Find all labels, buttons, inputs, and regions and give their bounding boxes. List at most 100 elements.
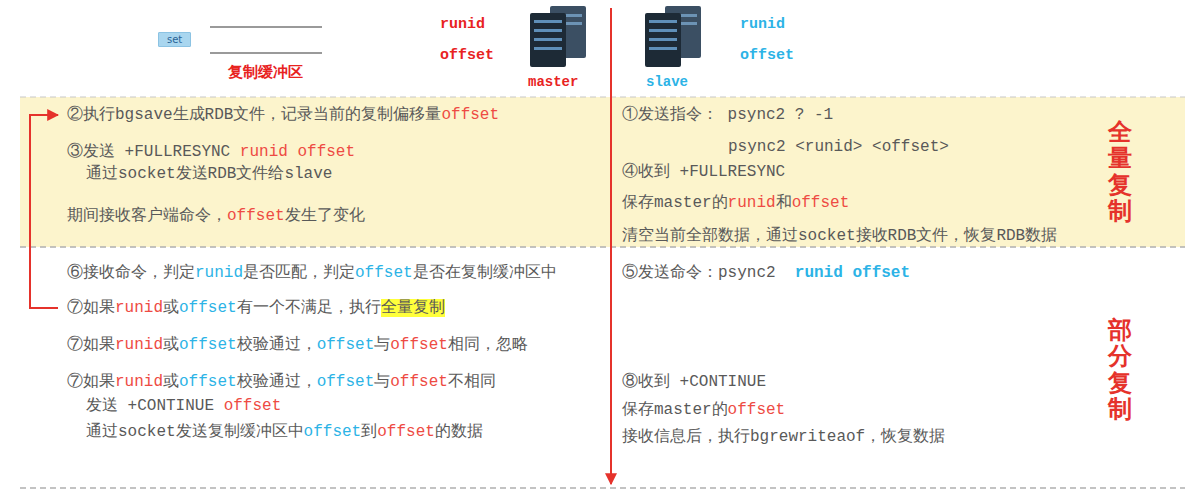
step-text: ③发送 +FULLRESYNC runid offset — [67, 142, 355, 162]
server-bay — [534, 38, 562, 41]
text-run: runid — [728, 194, 776, 212]
server-bay — [649, 20, 677, 23]
text-run: 的数据 — [435, 423, 483, 441]
text-run: 或 — [163, 373, 179, 391]
buffer-line — [210, 52, 322, 54]
text-run: 清空当前全部数据，通过socket接收RDB文件，恢复RDB数据 — [622, 227, 1057, 245]
server-bay — [649, 38, 677, 41]
step-text: 发送 +CONTINUE offset — [86, 396, 281, 416]
text-run: 校验通过， — [237, 336, 317, 354]
text-run: runid — [795, 264, 843, 282]
step-text: 期间接收客户端命令，offset发生了变化 — [67, 206, 365, 226]
text-run: offset — [441, 106, 499, 124]
server-rack — [530, 13, 566, 67]
text-run: runid — [195, 264, 243, 282]
band-fill — [20, 97, 1185, 247]
buffer-title: 复制缓冲区 — [228, 62, 303, 82]
section-title: 全量复制 — [1108, 119, 1132, 225]
text-run: offset — [297, 143, 355, 161]
text-run: ①发送指令： psync2 ? -1 — [622, 106, 833, 124]
text-run: set — [167, 34, 182, 45]
text-run: psync2 < — [728, 138, 805, 156]
server-rack — [645, 13, 681, 67]
text-run: 通过socket发送RDB文件给slave — [86, 165, 332, 183]
text-run: offset — [355, 264, 413, 282]
text-run — [288, 143, 298, 161]
text-run: offset — [852, 264, 910, 282]
text-run: 是否在复制缓冲区中 — [413, 264, 557, 282]
divider — [20, 97, 1185, 98]
step-text: 通过socket发送复制缓冲区中offset到offset的数据 — [86, 422, 483, 442]
text-run: offset — [792, 194, 850, 212]
text-run: offset — [227, 207, 285, 225]
master-field: runid — [440, 15, 485, 35]
server-name: slave — [646, 72, 688, 92]
step-text: ①发送指令： psync2 ? -1 — [622, 105, 833, 125]
text-run: 保存master的 — [622, 401, 728, 419]
text-run: runid — [740, 16, 785, 33]
text-run: 与 — [374, 336, 390, 354]
step-text: psync2 <runid> <offset> — [728, 137, 949, 157]
text-run: runid — [440, 16, 485, 33]
text-run: > — [939, 138, 949, 156]
text-run: 有一个不满足，执行 — [237, 299, 381, 317]
text-run: offset — [390, 336, 448, 354]
step-text: ⑦如果runid或offset有一个不满足，执行全量复制 — [67, 298, 445, 318]
text-run: ⑦如果 — [67, 336, 115, 354]
master-field: offset — [440, 46, 494, 66]
text-run: offset — [179, 299, 237, 317]
text-run: 或 — [163, 299, 179, 317]
step-text: ⑦如果runid或offset校验通过，offset与offset不相同 — [67, 372, 496, 392]
server-bay — [534, 29, 562, 32]
server-bay — [649, 47, 677, 50]
server-bay — [649, 29, 677, 32]
server-icon — [645, 6, 701, 67]
text-run: 相同，忽略 — [448, 336, 528, 354]
text-run: offset — [179, 336, 237, 354]
section-title: 部分复制 — [1108, 317, 1132, 423]
text-run: 或 — [163, 336, 179, 354]
step-text: ②执行bgsave生成RDB文件，记录当前的复制偏移量offset — [67, 105, 499, 125]
text-run: 与 — [374, 373, 390, 391]
text-run: 发送 +CONTINUE — [86, 397, 224, 415]
command-chip: set — [167, 33, 182, 46]
slave-field: runid — [740, 15, 785, 35]
slave-field: offset — [740, 46, 794, 66]
text-run: ②执行bgsave生成RDB文件，记录当前的复制偏移量 — [67, 106, 441, 124]
server-bay — [534, 20, 562, 23]
buffer-entry-box: set — [158, 32, 191, 47]
text-run: ⑦如果 — [67, 299, 115, 317]
text-run: 不相同 — [448, 373, 496, 391]
text-run: runid — [115, 373, 163, 391]
text-run: master — [528, 74, 578, 90]
text-run: runid — [115, 336, 163, 354]
text-run: slave — [646, 74, 688, 90]
text-run: ④收到 +FULLRESYNC — [622, 163, 785, 181]
text-run: 校验通过， — [237, 373, 317, 391]
text-run: ⑦如果 — [67, 373, 115, 391]
text-run: 接收信息后，执行bgrewriteaof，恢复数据 — [622, 428, 945, 446]
text-run: offset — [377, 423, 435, 441]
server-icon — [530, 6, 586, 67]
step-text: 保存master的runid和offset — [622, 193, 849, 213]
text-run: 复制缓冲区 — [228, 63, 303, 81]
text-run: 到 — [361, 423, 377, 441]
text-run: 部分复制 — [1108, 316, 1132, 423]
timeline-arrow — [610, 8, 612, 484]
loop-arrow — [30, 115, 58, 308]
step-text: ⑤发送命令：psync2 runid offset — [622, 263, 910, 283]
text-run: 是否匹配，判定 — [243, 264, 355, 282]
text-run: ⑤发送命令：psync2 — [622, 264, 795, 282]
text-run: offset — [882, 138, 940, 156]
step-text: 通过socket发送RDB文件给slave — [86, 164, 332, 184]
text-run: > < — [853, 138, 882, 156]
band-background — [20, 97, 1185, 247]
step-text: ⑥接收命令，判定runid是否匹配，判定offset是否在复制缓冲区中 — [67, 263, 557, 283]
server-name: master — [528, 72, 578, 92]
divider — [20, 487, 1185, 489]
full-sync-band: ②执行bgsave生成RDB文件，记录当前的复制偏移量offset③发送 +FU… — [20, 97, 1185, 247]
step-text: ⑧收到 +CONTINUE — [622, 372, 766, 392]
text-run: runid — [115, 299, 163, 317]
text-run: ⑥接收命令，判定 — [67, 264, 195, 282]
